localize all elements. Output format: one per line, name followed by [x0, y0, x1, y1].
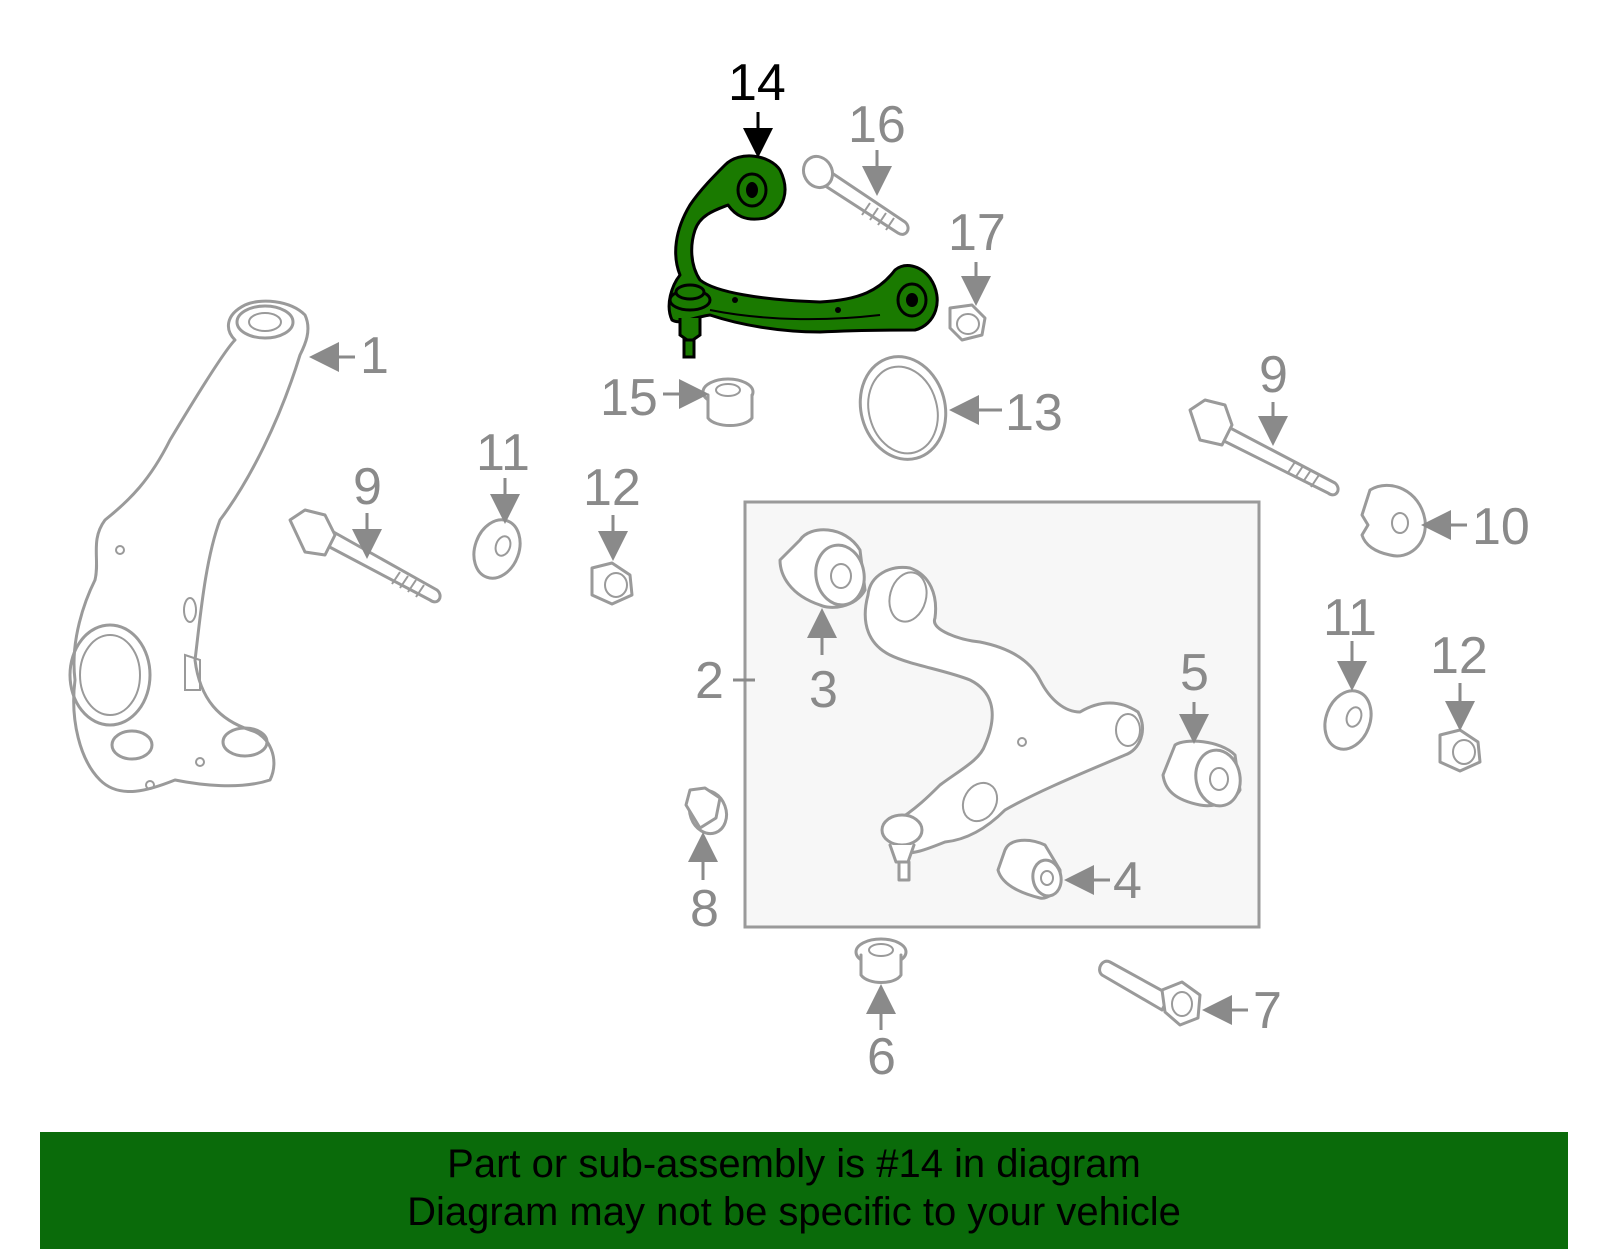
- callout-5: 5: [1180, 644, 1209, 702]
- callout-6: 6: [867, 1028, 896, 1086]
- callout-12-right: 12: [1430, 627, 1488, 685]
- info-banner: Part or sub-assembly is #14 in diagram D…: [40, 1132, 1568, 1249]
- callout-9-left: 9: [353, 458, 382, 516]
- callout-10: 10: [1472, 498, 1530, 556]
- callout-3: 3: [809, 661, 838, 719]
- callout-11-right: 11: [1323, 589, 1377, 647]
- lower-control-arm-assembly-part-2: [743, 500, 1261, 929]
- callout-8: 8: [690, 880, 719, 938]
- nut-part-17: [948, 303, 987, 342]
- bushing-part-6: [854, 937, 908, 984]
- nut-part-8: [684, 786, 729, 836]
- callout-labels: 1 2 3 4 5 6 7 8 9 9 10 11 11 12 12 13 14…: [353, 54, 1530, 1086]
- steering-knuckle-part-1: [68, 299, 310, 794]
- ring-part-13: [858, 355, 948, 461]
- callout-11-left: 11: [476, 424, 530, 482]
- washer-part-11-right: [1323, 689, 1373, 751]
- bolt-part-16: [801, 154, 910, 236]
- callout-1: 1: [360, 327, 389, 385]
- bolt-part-7: [1098, 959, 1202, 1027]
- bushing-part-5: [1161, 739, 1242, 808]
- bushing-part-15: [701, 377, 755, 427]
- callout-13: 13: [1005, 384, 1063, 442]
- washer-part-11-left: [472, 518, 522, 580]
- callout-14: 14: [728, 54, 786, 112]
- upper-control-arm-part-14[interactable]: [667, 154, 939, 359]
- callout-12-left: 12: [583, 459, 641, 517]
- callout-arrows: [309, 112, 1475, 1030]
- banner-line-disclaimer: Diagram may not be specific to your vehi…: [407, 1190, 1181, 1234]
- bolt-part-9-right: [1188, 398, 1340, 497]
- callout-4: 4: [1113, 852, 1142, 910]
- washer-part-10: [1360, 484, 1427, 558]
- bolt-part-9-left: [288, 508, 442, 604]
- callout-2: 2: [695, 652, 724, 710]
- callout-17: 17: [948, 204, 1006, 262]
- callout-9-right: 9: [1259, 346, 1288, 404]
- nut-part-12-right: [1438, 728, 1482, 773]
- callout-16: 16: [848, 96, 906, 154]
- callout-7: 7: [1253, 982, 1282, 1040]
- callout-15: 15: [600, 369, 658, 427]
- banner-line-part-number: Part or sub-assembly is #14 in diagram: [447, 1142, 1141, 1186]
- nut-part-12-left: [590, 561, 634, 606]
